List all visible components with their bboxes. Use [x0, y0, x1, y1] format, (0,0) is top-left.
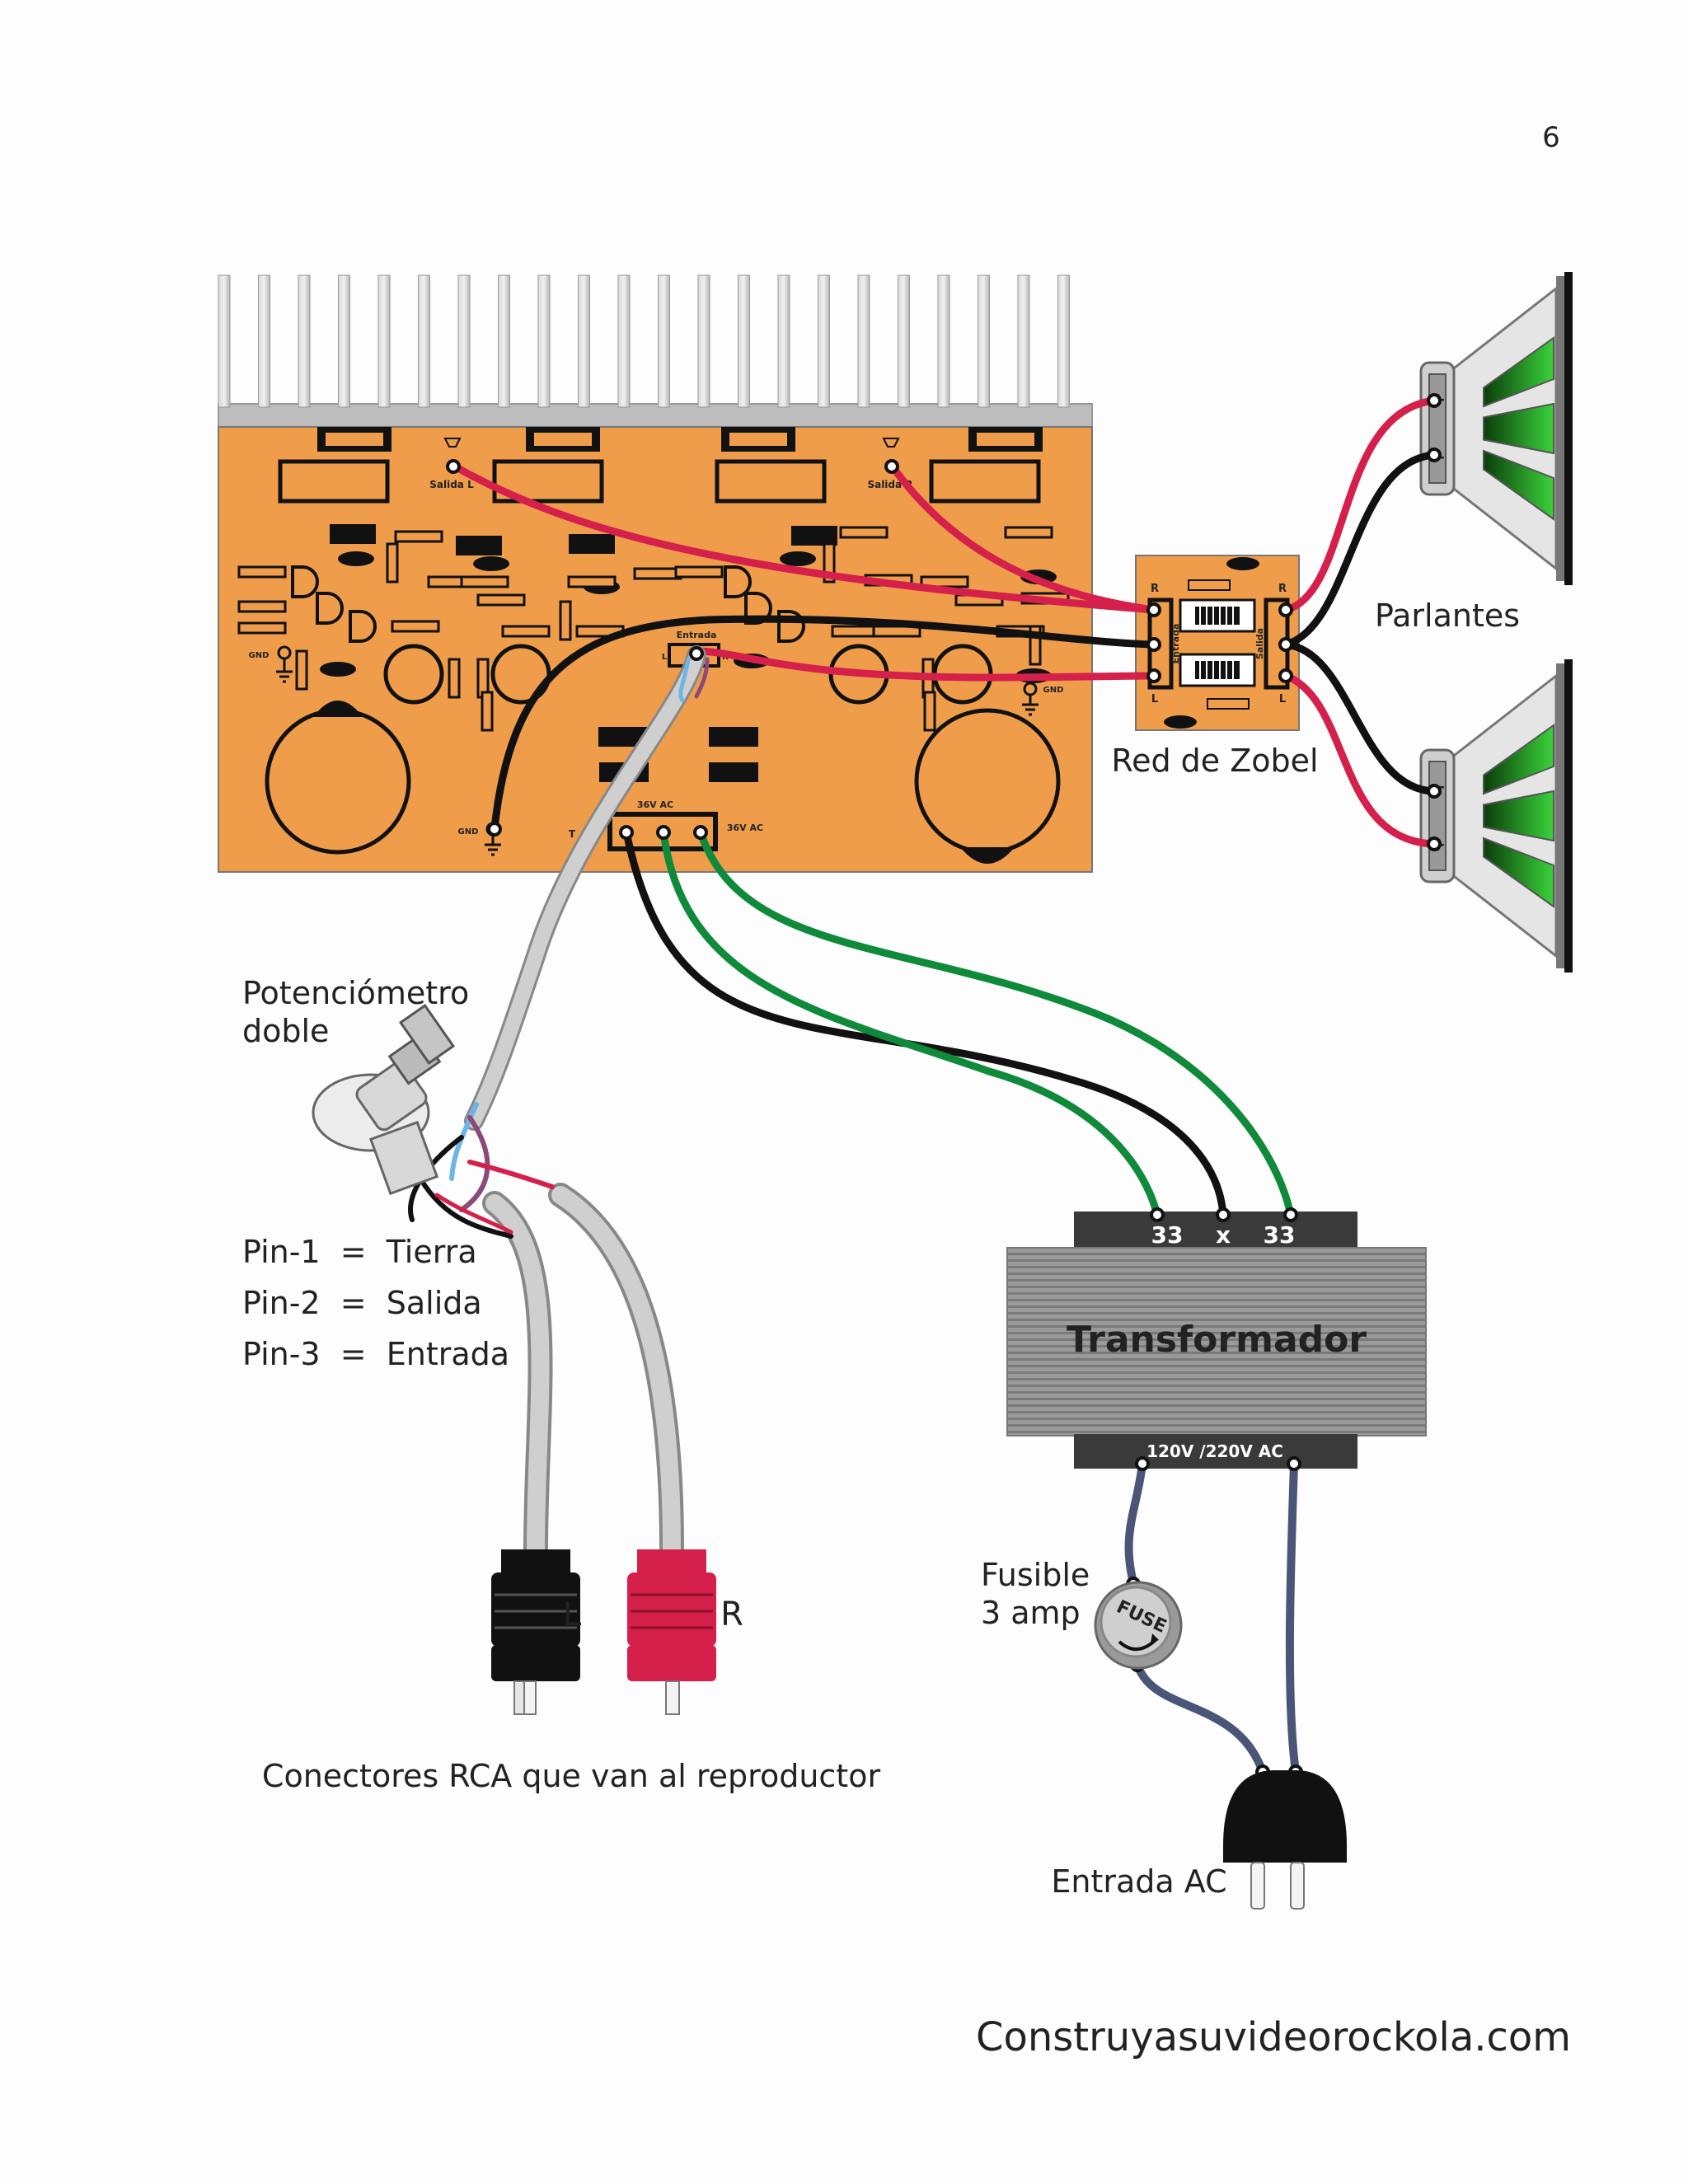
board-input-l: L [662, 653, 668, 662]
terminal-dot [884, 459, 899, 474]
terminal-dot [1146, 602, 1161, 617]
fuse-label-line1: Fusible [981, 1557, 1090, 1593]
terminal-dot [487, 822, 502, 837]
pin-2-label: Pin-2 = Salida [242, 1285, 482, 1321]
terminal-dot [1283, 1207, 1298, 1222]
zobel-input-label: Entrada [1170, 624, 1181, 664]
pin-1-label: Pin-1 = Tierra [242, 1234, 477, 1270]
rca-left-plug [491, 1549, 580, 1715]
pin-3-label: Pin-3 = Entrada [242, 1336, 509, 1372]
pot-title-line2: doble [242, 1013, 329, 1049]
footer-website: Construyasuvideorockola.com [976, 2014, 1571, 2060]
zobel-network: R L R L Entrada Salida [1135, 555, 1300, 731]
terminal-dot [1287, 1456, 1301, 1471]
zobel-l-out: L [1279, 693, 1286, 705]
terminal-dot [446, 459, 461, 474]
zobel-label: Red de Zobel [1111, 743, 1318, 779]
primary-label: 120V /220V AC [1146, 1441, 1283, 1461]
secondary-right-tap: 33 [1264, 1221, 1296, 1249]
output-left-label: Salida L [429, 479, 474, 490]
zobel-output-label: Salida [1254, 628, 1265, 659]
terminal-dot [693, 825, 708, 840]
terminal-dot [1150, 1207, 1165, 1222]
terminal-t-label: T [569, 828, 576, 840]
speaker-symbol-icon [882, 438, 900, 448]
rca-right-label: R [720, 1596, 743, 1633]
dual-potentiometer [312, 1004, 456, 1196]
gnd-label: GND [1043, 686, 1064, 695]
rca-left-label: L [563, 1596, 582, 1633]
transformer-label: Transformador [1067, 1319, 1367, 1361]
secondary-center-tap: x [1216, 1221, 1231, 1249]
gnd-label: GND [249, 651, 270, 660]
wires [408, 396, 1438, 1776]
board-input-label: Entrada [677, 630, 717, 640]
rca-caption: Conectores RCA que van al reproductor [262, 1758, 881, 1794]
terminal-dot [1135, 1456, 1150, 1471]
terminal-dot [1427, 448, 1442, 462]
terminal-dot [689, 646, 704, 661]
transformer: 33 x 33 Transformador 120V /220V AC [1006, 1212, 1427, 1469]
terminal-dot [656, 825, 671, 840]
terminal-dot [1216, 1207, 1231, 1222]
power-label-right: 36V AC [727, 823, 763, 833]
ac-plug [1223, 1770, 1347, 1910]
terminal-dot [1146, 668, 1161, 683]
zobel-r-out: R [1278, 583, 1287, 595]
terminal-dot [1427, 837, 1442, 851]
terminal-dot [619, 825, 634, 840]
speakers-label: Parlantes [1375, 598, 1520, 634]
amplifier-board: 36V AC 36V AC T Entrada L R Salida L Sal… [218, 426, 1093, 873]
power-label-left: 36V AC [637, 799, 673, 810]
fuse-holder: FUSE [1094, 1581, 1183, 1670]
zobel-r-in: R [1151, 583, 1159, 595]
page-number: 6 [1542, 121, 1560, 154]
zobel-l-in: L [1151, 693, 1158, 705]
rca-right-plug [627, 1549, 716, 1715]
terminal-dot [1427, 784, 1442, 799]
pot-title-line1: Potenciómetro [242, 975, 469, 1011]
speaker-symbol-icon [443, 438, 462, 448]
terminal-dot [1278, 637, 1293, 652]
heatsink [218, 274, 1093, 429]
fuse-label-line2: 3 amp [981, 1595, 1081, 1631]
terminal-dot [1278, 668, 1293, 683]
secondary-left-tap: 33 [1151, 1221, 1184, 1249]
terminal-dot [1278, 602, 1293, 617]
ac-input-label: Entrada AC [1051, 1863, 1226, 1900]
gnd-label: GND [458, 827, 479, 837]
terminal-dot [1427, 393, 1442, 408]
terminal-dot [1146, 637, 1161, 652]
